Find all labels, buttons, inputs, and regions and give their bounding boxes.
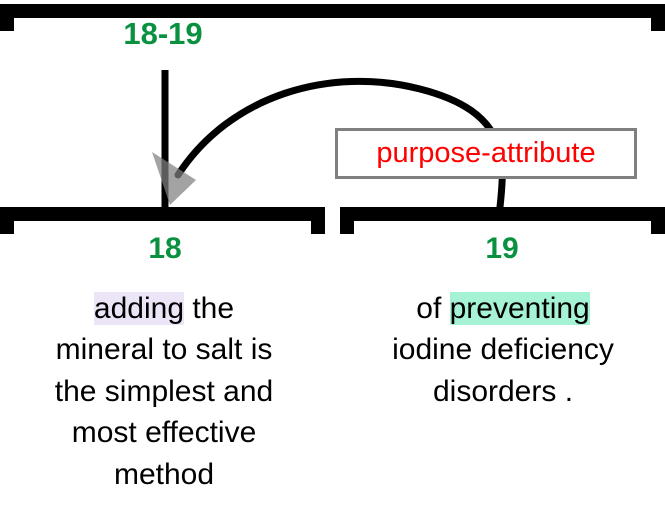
root-bracket-tick-right bbox=[651, 18, 665, 31]
leaf-18-line-4: most effective bbox=[71, 416, 257, 450]
span-18-label: 18 bbox=[148, 232, 182, 265]
leaf-19-line-1-pre: of bbox=[416, 292, 450, 325]
leaf-19-line-3: disorders . bbox=[432, 374, 574, 408]
leaf-19-line-1: of preventing bbox=[344, 288, 662, 329]
leaf-text-19: of preventing iodine deficiency disorder… bbox=[344, 288, 662, 412]
leaf-18-line-3: the simplest and bbox=[54, 374, 274, 408]
span-19-bracket-tick-left bbox=[340, 221, 354, 234]
root-span-label: 18-19 bbox=[123, 16, 203, 51]
highlight-adding: adding bbox=[93, 292, 185, 325]
leaf-18-line-1-rest: the bbox=[184, 292, 235, 325]
root-bracket-tick-left bbox=[0, 18, 14, 31]
span-19-label: 19 bbox=[485, 232, 519, 265]
relation-label-box[interactable]: purpose-attribute bbox=[335, 128, 637, 179]
leaf-18-line-5: method bbox=[113, 457, 215, 491]
leaf-text-18: adding the mineral to salt is the simple… bbox=[8, 288, 320, 495]
span-18-bracket-tick-right bbox=[311, 221, 325, 234]
highlight-preventing: preventing bbox=[449, 292, 590, 325]
span-18-bracket-tick-left bbox=[0, 221, 14, 234]
span-18-bracket bbox=[0, 207, 325, 221]
root-span-bracket bbox=[0, 4, 665, 18]
relation-arrowhead bbox=[152, 152, 196, 205]
span-19-bracket bbox=[340, 207, 665, 221]
relation-label-text: purpose-attribute bbox=[376, 137, 596, 169]
leaf-18-line-1: adding the bbox=[8, 288, 320, 329]
leaf-18-line-2: mineral to salt is bbox=[55, 333, 273, 367]
span-19-bracket-tick-right bbox=[651, 221, 665, 234]
leaf-19-line-2: iodine deficiency bbox=[392, 333, 614, 367]
